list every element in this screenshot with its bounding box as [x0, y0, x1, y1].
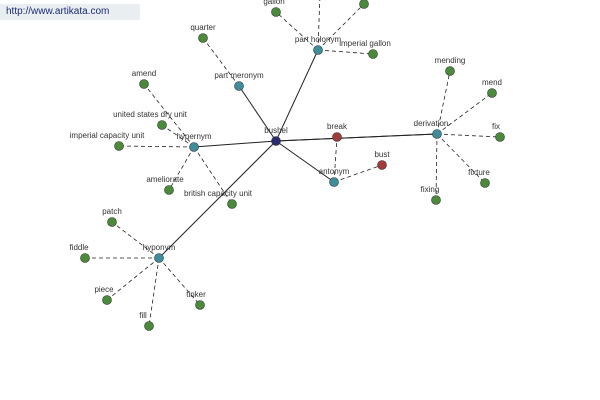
term-mending-node[interactable]: [445, 66, 455, 76]
edge-bushel-derivation-main: [275, 133, 438, 142]
term-fixture-node[interactable]: [480, 178, 490, 188]
edge-derivation-fixture: [436, 133, 486, 184]
relation-part-holonym-label[interactable]: part holonym: [295, 35, 342, 44]
term-gallon-node[interactable]: [271, 7, 281, 17]
site-url-link[interactable]: http://www.artikata.com: [0, 4, 140, 20]
term-fix-label[interactable]: fix: [492, 122, 500, 131]
edge-hypernym-ameliorate: [168, 146, 195, 191]
term-fill-node[interactable]: [144, 321, 154, 331]
edge-derivation-fix: [436, 133, 501, 138]
term-fixing-label[interactable]: fixing: [421, 185, 440, 194]
relation-part-meronym-label[interactable]: part meronym: [214, 71, 264, 80]
edge-part-holonym-offscreen-b: [317, 3, 365, 51]
edge-hyponym-fill: [148, 257, 160, 327]
term-piece-node[interactable]: [102, 295, 112, 305]
term-break-node[interactable]: [332, 132, 342, 142]
term-fix-node[interactable]: [495, 132, 505, 142]
term-imperial-capacity-unit-label[interactable]: imperial capacity unit: [70, 131, 145, 140]
edge-derivation-mend: [436, 92, 493, 135]
term-imperial-gallon-label[interactable]: imperial gallon: [339, 39, 391, 48]
edge-antonym-bust: [333, 164, 383, 183]
edge-bushel-hyponym: [158, 140, 277, 259]
term-amend-label[interactable]: amend: [132, 69, 156, 78]
term-fiddle-node[interactable]: [80, 253, 90, 263]
relation-derivation-node[interactable]: [432, 129, 442, 139]
term-ameliorate-node[interactable]: [164, 185, 174, 195]
term-patch-label[interactable]: patch: [102, 207, 122, 216]
relation-part-holonym-node[interactable]: [313, 45, 323, 55]
relation-hyponym-label[interactable]: hyponym: [143, 243, 176, 252]
term-mend-node[interactable]: [487, 88, 497, 98]
term-fiddle-label[interactable]: fiddle: [69, 243, 89, 252]
edge-bushel-part-holonym: [275, 49, 319, 142]
term-mending-label[interactable]: mending: [435, 56, 466, 65]
edge-part-holonym-imperial-gallon: [317, 49, 374, 55]
relation-derivation-label[interactable]: derivation: [414, 119, 449, 128]
term-bust-node[interactable]: [377, 160, 387, 170]
edge-hyponym-tinker: [158, 257, 201, 306]
term-tinker-node[interactable]: [195, 300, 205, 310]
term-bust-label[interactable]: bust: [374, 150, 390, 159]
relation-antonym-node[interactable]: [329, 177, 339, 187]
edge-derivation-mending: [436, 70, 451, 135]
term-fixture-label[interactable]: fixture: [468, 168, 490, 177]
term-offscreen-partial-node[interactable]: [359, 0, 369, 9]
edge-bushel-antonym: [275, 140, 335, 183]
relation-hyponym-node[interactable]: [154, 253, 164, 263]
term-imperial-capacity-unit-node[interactable]: [114, 141, 124, 151]
term-ameliorate-label[interactable]: ameliorate: [146, 175, 184, 184]
edge-part-meronym-quarter: [202, 37, 240, 87]
term-british-capacity-unit-label[interactable]: british capacity unit: [184, 189, 253, 198]
edge-hyponym-patch: [111, 221, 160, 259]
edge-antonym-break: [333, 136, 338, 183]
relation-antonym-label[interactable]: antonym: [319, 167, 350, 176]
edge-bushel-part-meronym: [238, 85, 277, 142]
term-quarter-label[interactable]: quarter: [190, 23, 216, 32]
term-united-states-dry-unit-node[interactable]: [157, 120, 167, 130]
term-amend-node[interactable]: [139, 79, 149, 89]
relation-hypernym-node[interactable]: [189, 142, 199, 152]
center-bushel-node[interactable]: [271, 136, 281, 146]
edge-part-holonym-gallon: [275, 11, 319, 51]
term-piece-label[interactable]: piece: [94, 285, 114, 294]
center-bushel-label[interactable]: bushel: [264, 126, 288, 135]
edge-hypernym-imperial-capacity-unit: [118, 145, 195, 148]
edge-hypernym-british-capacity-unit: [193, 146, 233, 205]
term-break-label[interactable]: break: [327, 122, 348, 131]
term-imperial-gallon-node[interactable]: [368, 49, 378, 59]
term-mend-label[interactable]: mend: [482, 78, 502, 87]
relation-hypernym-label[interactable]: hypernym: [176, 132, 211, 141]
term-fixing-node[interactable]: [431, 195, 441, 205]
term-united-states-dry-unit-label[interactable]: united states dry unit: [113, 110, 188, 119]
edge-part-holonym-offscreen-a: [317, 0, 321, 51]
relation-part-meronym-node[interactable]: [234, 81, 244, 91]
term-quarter-node[interactable]: [198, 33, 208, 43]
term-fill-label[interactable]: fill: [139, 311, 147, 320]
edge-bushel-hypernym: [193, 140, 277, 148]
term-british-capacity-unit-node[interactable]: [227, 199, 237, 209]
term-gallon-label[interactable]: gallon: [263, 0, 284, 6]
term-tinker-label[interactable]: tinker: [186, 290, 206, 299]
edge-hyponym-piece: [106, 257, 160, 301]
term-patch-node[interactable]: [107, 217, 117, 227]
